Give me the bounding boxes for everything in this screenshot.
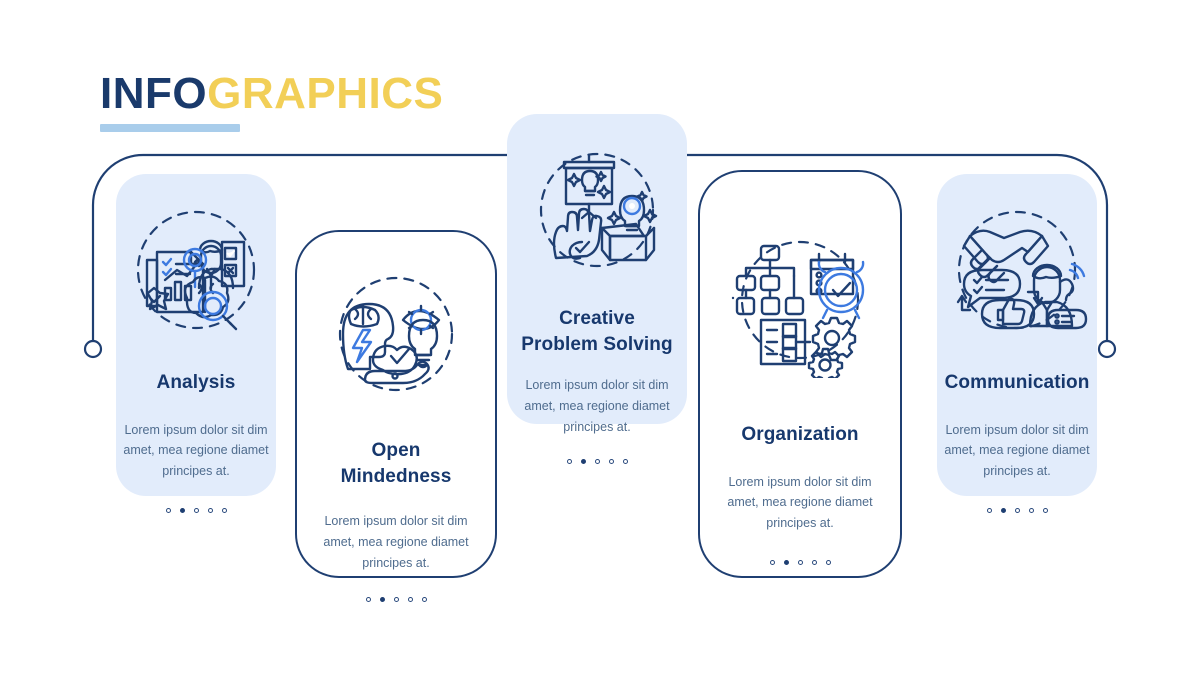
open-mindedness-icon [321, 262, 471, 412]
dot-active[interactable] [783, 559, 789, 565]
step-card-creative-problem-solving[interactable]: Creative Problem Solving Lorem ipsum dol… [507, 114, 687, 465]
card-title: Organization [741, 424, 859, 445]
dot[interactable] [407, 597, 413, 603]
page-title: INFOGRAPHICS [100, 72, 443, 116]
dot[interactable] [797, 559, 803, 565]
dot[interactable] [622, 459, 628, 465]
card-title-line-2: Problem Solving [521, 333, 673, 355]
dot[interactable] [811, 559, 817, 565]
dot-active[interactable] [1000, 507, 1006, 513]
dot[interactable] [1042, 507, 1048, 513]
step-card-organization[interactable]: Organization Lorem ipsum dolor sit dim a… [698, 170, 902, 578]
dot[interactable] [221, 507, 227, 513]
title-accent-bar [100, 124, 240, 132]
card-title: Open Mindedness [341, 438, 452, 489]
dot[interactable] [1028, 507, 1034, 513]
progress-dots[interactable] [165, 507, 227, 513]
dot[interactable] [594, 459, 600, 465]
dot[interactable] [365, 597, 371, 603]
progress-dots[interactable] [986, 507, 1048, 513]
card-body: Lorem ipsum dolor sit dim amet, mea regi… [524, 378, 670, 434]
step-card-open-mindedness[interactable]: Open Mindedness Lorem ipsum dolor sit di… [295, 230, 497, 603]
step-card-communication[interactable]: Communication Lorem ipsum dolor sit dim … [937, 174, 1097, 513]
card-title: Communication [944, 372, 1090, 393]
communication-icon [942, 198, 1092, 348]
dot[interactable] [193, 507, 199, 513]
card-title-line-1: Open [371, 440, 421, 461]
card-body: Lorem ipsum dolor sit dim amet, mea regi… [727, 474, 873, 530]
card-title: Creative Problem Solving [521, 306, 672, 357]
card-body: Lorem ipsum dolor sit dim amet, mea regi… [123, 422, 269, 478]
analysis-icon [121, 198, 271, 348]
dot[interactable] [165, 507, 171, 513]
progress-dots[interactable] [769, 559, 831, 565]
card-body: Lorem ipsum dolor sit dim amet, mea regi… [944, 422, 1090, 478]
dot[interactable] [825, 559, 831, 565]
dot-active[interactable] [379, 597, 385, 603]
dot[interactable] [608, 459, 614, 465]
dot[interactable] [566, 459, 572, 465]
connector-endpoint-right [1097, 339, 1117, 359]
card-title-line-2: Mindedness [340, 465, 452, 487]
card-title-line-1: Creative [559, 308, 635, 329]
card-title: Analysis [156, 372, 236, 393]
dot[interactable] [986, 507, 992, 513]
progress-dots[interactable] [566, 459, 628, 465]
creative-problem-solving-icon [522, 138, 672, 288]
organization-icon [725, 228, 875, 378]
title-secondary: GRAPHICS [207, 69, 444, 118]
dot-active[interactable] [580, 459, 586, 465]
connector-endpoint-left [83, 339, 103, 359]
progress-dots[interactable] [365, 597, 427, 603]
dot[interactable] [207, 507, 213, 513]
dot-active[interactable] [179, 507, 185, 513]
dot[interactable] [421, 597, 427, 603]
dot[interactable] [393, 597, 399, 603]
card-body: Lorem ipsum dolor sit dim amet, mea regi… [323, 514, 469, 570]
dot[interactable] [769, 559, 775, 565]
dot[interactable] [1014, 507, 1020, 513]
title-primary: INFO [100, 69, 208, 118]
step-card-analysis[interactable]: Analysis Lorem ipsum dolor sit dim amet,… [116, 174, 276, 513]
